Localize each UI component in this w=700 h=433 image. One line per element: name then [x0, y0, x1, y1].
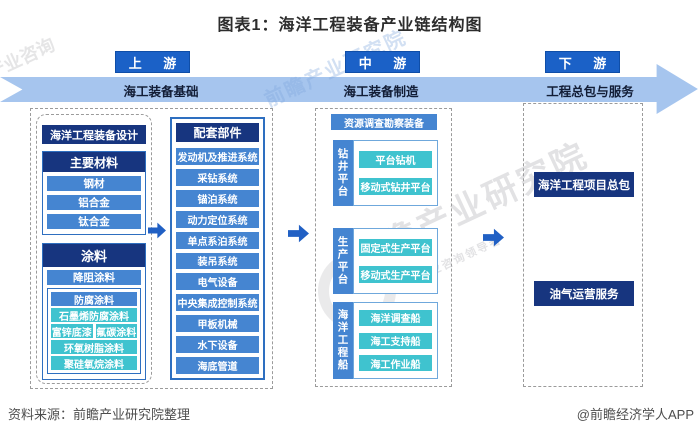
group-item: 海洋调查船 [359, 309, 432, 326]
component-item: 单点系泊系统 [176, 231, 259, 249]
group-item: 平台钻机 [359, 151, 432, 168]
coating-item: 聚硅氧烷涂料 [51, 356, 137, 371]
group-label-marine-ship: 海洋工程船 [333, 302, 353, 379]
stage-midstream-label: 中 游 [345, 51, 420, 73]
material-item: 铝合金 [47, 195, 141, 210]
survey-equipment-box: 资源调查勘察装备 [331, 114, 437, 130]
group-item: 海工作业船 [359, 355, 432, 372]
coating-item: 富锌底漆 [51, 324, 93, 339]
band-label-upstream: 海工装备基础 [123, 84, 199, 99]
band-label-downstream: 工程总包与服务 [546, 84, 634, 99]
coating-item: 防腐涂料 [51, 292, 137, 307]
coating-pair-row: 富锌底漆 氟碳涂料 [51, 324, 137, 339]
material-item: 钢材 [47, 176, 141, 191]
source-note: 资料来源：前瞻产业研究院整理 [8, 407, 191, 422]
coating-item: 降阻涂料 [47, 270, 141, 285]
coating-item: 氟碳涂料 [95, 324, 137, 339]
component-item: 动力定位系统 [176, 210, 259, 228]
component-item: 发动机及推进系统 [176, 148, 259, 165]
coatings-box: 涂料 降阻涂料 防腐涂料 石墨烯防腐涂料 富锌底漆 氟碳涂料 环氧树脂涂料 聚硅… [42, 243, 146, 380]
group-content-drilling-platform: 平台钻机 移动式钻井平台 [353, 140, 438, 206]
components-box: 配套部件 发动机及推进系统 采钻系统 锚泊系统 动力定位系统 单点系泊系统 装吊… [170, 117, 265, 380]
design-column: 海洋工程装备设计 主要材料 钢材 铝合金 钛合金 涂料 降阻涂料 防腐涂料 石墨… [36, 114, 152, 384]
downstream-section-container [523, 103, 643, 387]
materials-header: 主要材料 [43, 152, 145, 172]
component-item: 中央集成控制系统 [176, 294, 259, 312]
component-item: 电气设备 [176, 273, 259, 291]
midstream-section-container [315, 108, 452, 387]
band-label-midstream: 海工装备制造 [343, 84, 419, 99]
component-item: 锚泊系统 [176, 189, 259, 207]
component-item: 海底管道 [176, 357, 259, 374]
coating-item: 石墨烯防腐涂料 [51, 308, 137, 323]
group-item: 固定式生产平台 [359, 239, 432, 256]
coatings-header: 涂料 [43, 244, 145, 267]
group-label-drilling-platform: 钻井平台 [333, 140, 353, 206]
coatings-inner-box: 防腐涂料 石墨烯防腐涂料 富锌底漆 氟碳涂料 环氧树脂涂料 聚硅氧烷涂料 [47, 288, 141, 374]
credit-note: @前瞻经济学人APP [576, 407, 694, 422]
material-item: 钛合金 [47, 214, 141, 229]
coating-item: 环氧树脂涂料 [51, 340, 137, 355]
component-item: 采钻系统 [176, 168, 259, 186]
component-item: 甲板机械 [176, 315, 259, 333]
group-content-production-platform: 固定式生产平台 移动式生产平台 [353, 228, 438, 294]
group-item: 海工支持船 [359, 332, 432, 349]
group-content-marine-ship: 海洋调查船 海工支持船 海工作业船 [353, 302, 438, 379]
design-header: 海洋工程装备设计 [42, 125, 146, 144]
upstream-section-container [30, 108, 273, 389]
watermark-corner: 产业咨询 [0, 34, 58, 83]
component-item: 装吊系统 [176, 252, 259, 270]
stage-downstream-label: 下 游 [545, 51, 620, 73]
group-item: 移动式生产平台 [359, 266, 432, 283]
arrow-midstream-to-downstream [483, 228, 504, 247]
materials-box: 主要材料 钢材 铝合金 钛合金 [42, 151, 146, 235]
stage-upstream-label: 上 游 [115, 51, 190, 73]
group-item: 移动式钻井平台 [359, 178, 432, 195]
group-label-production-platform: 生产平台 [333, 228, 353, 294]
page-title: 图表1：海洋工程装备产业链结构图 [217, 17, 483, 34]
downstream-item-epc: 海洋工程项目总包 [534, 172, 634, 197]
component-item: 水下设备 [176, 336, 259, 354]
components-header: 配套部件 [176, 123, 259, 142]
arrow-upstream-to-midstream [288, 224, 309, 243]
downstream-item-oilgas-service: 油气运营服务 [534, 281, 634, 306]
